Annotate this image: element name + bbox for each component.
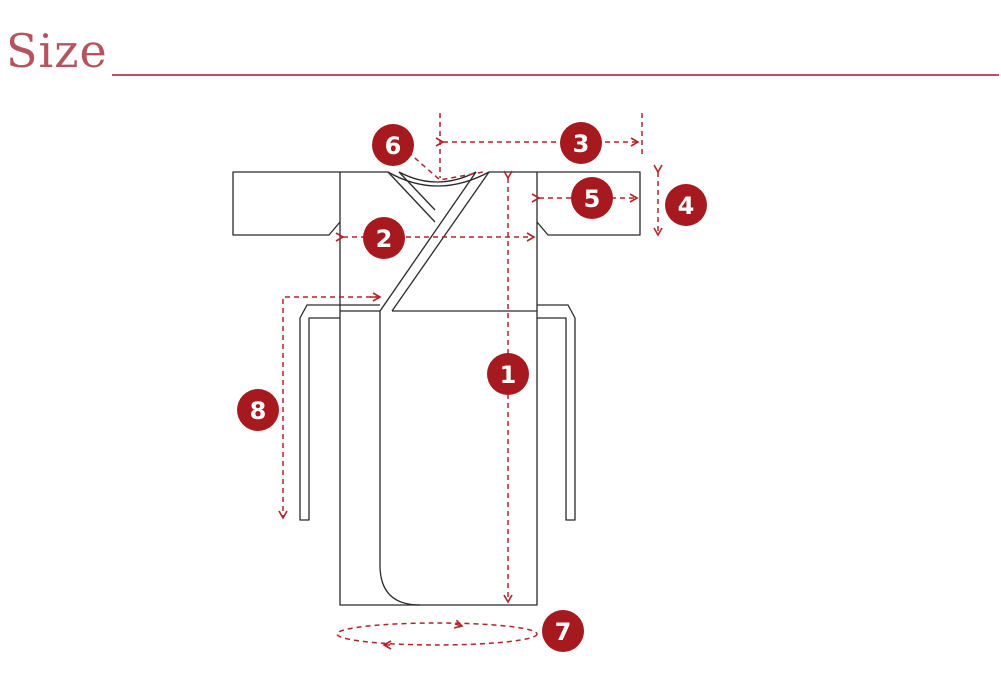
marker-hem-circumference: 7	[542, 610, 584, 652]
marker-chest-width-label: 2	[376, 225, 393, 253]
front-overlap-band	[391, 171, 490, 312]
hem-circumference-arrow	[336, 622, 538, 646]
collar	[387, 171, 490, 187]
marker-sleeve-length: 5	[571, 177, 613, 219]
marker-neckline-label: 6	[385, 132, 402, 160]
tie-length-arrow	[278, 296, 380, 520]
marker-chest-width: 2	[363, 217, 405, 259]
marker-hem-circumference-label: 7	[555, 618, 572, 646]
left-tie	[299, 304, 380, 521]
marker-yuki-label: 3	[573, 130, 590, 158]
page-title: Size	[6, 24, 108, 78]
neckline-arrow	[407, 151, 484, 181]
marker-length: 1	[487, 353, 529, 395]
marker-length-label: 1	[500, 361, 517, 389]
marker-tie-length-label: 8	[250, 397, 267, 425]
marker-sleeve-opening-label: 4	[678, 192, 695, 220]
marker-neckline: 6	[372, 124, 414, 166]
marker-sleeve-opening: 4	[665, 184, 707, 226]
marker-sleeve-length-label: 5	[584, 185, 601, 213]
garment-body	[339, 172, 538, 606]
marker-yuki: 3	[560, 122, 602, 164]
title-underline	[112, 74, 999, 76]
front-panel-edge	[379, 311, 421, 606]
left-sleeve	[232, 171, 341, 236]
marker-badges: 1 2 3 4 5 6 7 8	[237, 122, 707, 652]
right-sleeve	[536, 171, 641, 236]
marker-tie-length: 8	[237, 389, 279, 431]
right-tie	[537, 304, 576, 521]
